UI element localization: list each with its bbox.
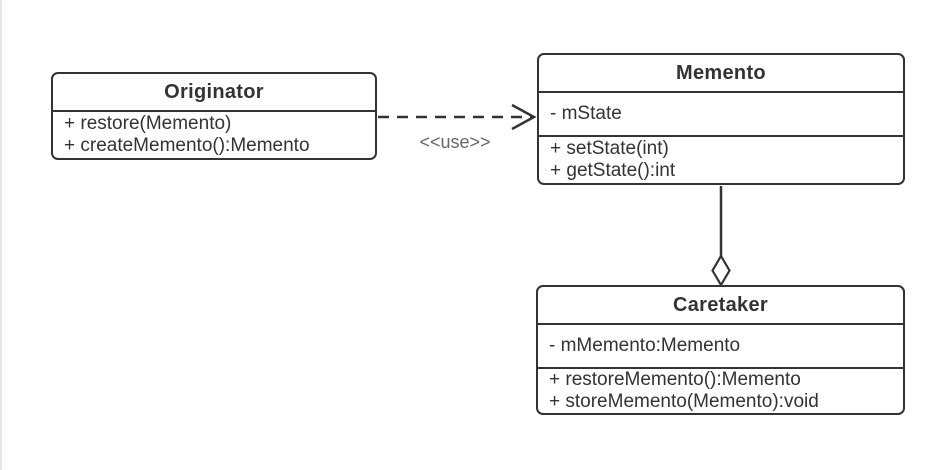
open-arrowhead-icon [511, 103, 537, 131]
methods-compartment: + setState(int) + getState():int [539, 137, 903, 183]
class-box-caretaker[interactable]: Caretaker - mMemento:Memento + restoreMe… [536, 285, 905, 415]
methods-compartment: + restoreMemento():Memento + storeMement… [538, 369, 903, 413]
dependency-stereotype-label: <<use>> [419, 132, 491, 152]
hollow-diamond-icon [711, 253, 731, 288]
attributes-compartment: - mState [539, 93, 903, 137]
class-name-originator: Originator [53, 74, 375, 112]
class-name-caretaker: Caretaker [538, 287, 903, 325]
method-label: + createMemento():Memento [64, 135, 310, 156]
method-label: + setState(int) [550, 138, 669, 159]
page-edge-line [0, 0, 2, 470]
method-label: + getState():int [550, 160, 676, 181]
attributes-compartment: - mMemento:Memento [538, 325, 903, 369]
class-box-memento[interactable]: Memento - mState + setState(int) + getSt… [537, 53, 905, 185]
class-box-originator[interactable]: Originator + restore(Memento) + createMe… [51, 72, 377, 160]
attribute-label: - mState [550, 103, 622, 124]
method-label: + restore(Memento) [64, 113, 232, 134]
attribute-label: - mMemento:Memento [549, 335, 741, 356]
method-label: + storeMemento(Memento):void [549, 391, 819, 412]
methods-compartment: + restore(Memento) + createMemento():Mem… [53, 112, 375, 158]
dependency-connector[interactable] [378, 103, 537, 131]
method-label: + restoreMemento():Memento [549, 369, 801, 390]
aggregation-connector[interactable] [711, 186, 731, 288]
class-name-memento: Memento [539, 55, 903, 93]
